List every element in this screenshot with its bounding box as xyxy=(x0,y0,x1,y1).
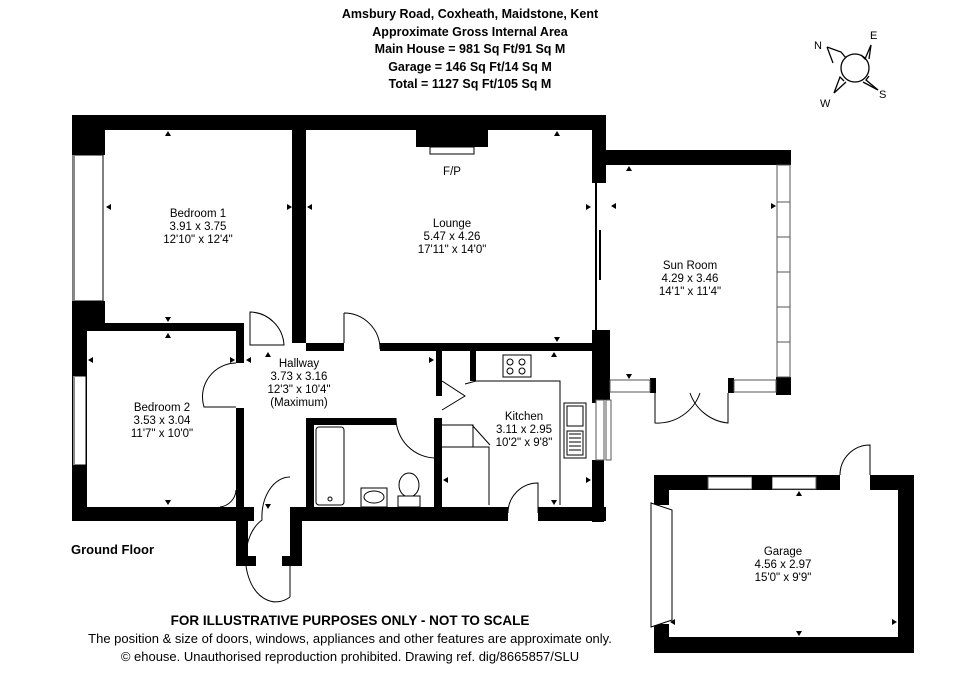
plan-header: Amsbury Road, Coxheath, Maidstone, Kent … xyxy=(300,6,640,94)
room-name: Lounge xyxy=(432,218,472,230)
room-metric: 3.91 x 3.75 xyxy=(169,221,227,233)
copyright-line: © ehouse. Unauthorised reproduction proh… xyxy=(120,649,580,664)
main-house-area: Main House = 981 Sq Ft/91 Sq M xyxy=(374,42,566,56)
room-metric: 5.47 x 4.26 xyxy=(423,231,481,243)
room-name: Bedroom 1 xyxy=(169,208,227,220)
disclaimer-title: FOR ILLUSTRATIVE PURPOSES ONLY - NOT TO … xyxy=(170,613,530,628)
room-hallway: Hallway 3.73 x 3.16 12'3" x 10'4" (Maxim… xyxy=(267,358,330,410)
room-name: Hallway xyxy=(278,358,320,370)
room-imperial: 14'1" x 11'4" xyxy=(658,286,722,298)
room-name: Garage xyxy=(763,546,803,558)
room-metric: 4.56 x 2.97 xyxy=(754,559,812,571)
room-imperial: 10'2" x 9'8" xyxy=(495,437,553,449)
room-lounge: Lounge 5.47 x 4.26 17'11" x 14'0" xyxy=(418,218,487,257)
room-sun-room: Sun Room 4.29 x 3.46 14'1" x 11'4" xyxy=(659,260,721,299)
room-name: Bedroom 2 xyxy=(133,402,191,414)
compass-e: E xyxy=(870,30,878,42)
room-metric: 3.11 x 2.95 xyxy=(495,424,553,436)
room-imperial: 11'7" x 10'0" xyxy=(130,428,194,440)
compass-s: S xyxy=(879,89,887,101)
room-metric: 3.73 x 3.16 xyxy=(270,371,328,383)
address-title: Amsbury Road, Coxheath, Maidstone, Kent xyxy=(341,7,599,21)
room-bedroom-1: Bedroom 1 3.91 x 3.75 12'10" x 12'4" xyxy=(163,208,232,247)
room-metric: 4.29 x 3.46 xyxy=(661,273,719,285)
room-metric: 3.53 x 3.04 xyxy=(133,415,191,427)
floor-label: Ground Floor xyxy=(71,542,155,557)
room-imperial: 12'10" x 12'4" xyxy=(163,234,233,246)
area-title: Approximate Gross Internal Area xyxy=(372,24,568,39)
room-imperial: 15'0" x 9'9" xyxy=(754,572,812,584)
garage-area: Garage = 146 Sq Ft/14 Sq M xyxy=(388,59,552,74)
compass-n: N xyxy=(814,40,822,52)
room-bedroom-2: Bedroom 2 3.53 x 3.04 11'7" x 10'0" xyxy=(131,402,193,441)
room-name: Sun Room xyxy=(662,260,718,272)
compass-w: W xyxy=(820,98,831,110)
room-garage: Garage 4.56 x 2.97 15'0" x 9'9" xyxy=(755,546,812,585)
disclaimer-line-1: The position & size of doors, windows, a… xyxy=(88,631,612,646)
room-note: (Maximum) xyxy=(270,397,328,409)
room-kitchen: Kitchen 3.11 x 2.95 10'2" x 9'8" xyxy=(496,411,553,450)
room-name: Kitchen xyxy=(504,411,544,423)
room-imperial: 17'11" x 14'0" xyxy=(417,244,487,256)
fireplace-label: F/P xyxy=(443,166,461,178)
compass-icon xyxy=(826,44,879,94)
room-imperial: 12'3" x 10'4" xyxy=(267,384,331,396)
total-area: Total = 1127 Sq Ft/105 Sq M xyxy=(388,77,552,91)
disclaimer-footer: FOR ILLUSTRATIVE PURPOSES ONLY - NOT TO … xyxy=(40,612,660,666)
